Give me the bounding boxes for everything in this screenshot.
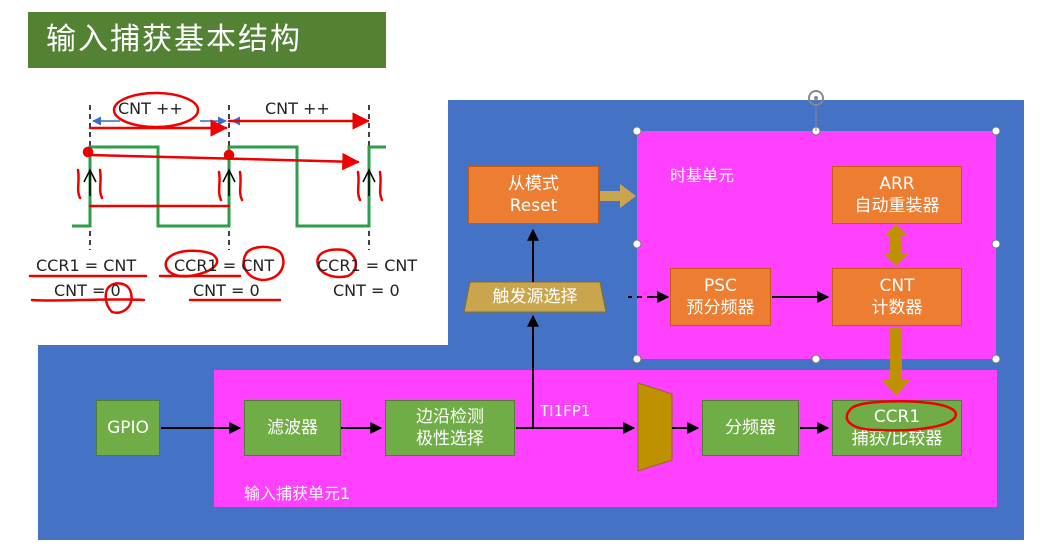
psc-line1: PSC [704,276,737,296]
cnt-block: CNT 计数器 [832,268,962,326]
eq3-line2: CNT = 0 [333,281,400,300]
page-title: 输入捕获基本结构 [28,12,386,68]
mux-shape [637,382,673,472]
eq2-line2: CNT = 0 [193,281,260,300]
input-capture-unit-label: 输入捕获单元1 [244,484,351,503]
ccr1-block: CCR1 捕获/比较器 [832,400,962,456]
ccr1-line2: 捕获/比较器 [851,429,943,449]
timebase-unit-label: 时基单元 [670,166,735,185]
rotate-handle-icon [808,90,824,106]
edge-line2: 极性选择 [416,429,484,449]
cnt-line1: CNT [879,276,915,296]
slave-mode-line2: Reset [509,196,558,216]
slave-to-timebase-arrow [600,184,636,208]
eq3-line1: CCR1 = CNT [317,256,418,275]
divider-block: 分频器 [702,400,799,456]
edge-line1: 边沿检测 [416,407,484,427]
psc-line2: 预分频器 [686,298,755,318]
ccr1-annotation-circle [845,400,958,432]
cnt-ccr1-arrow [882,328,910,396]
arr-block: ARR 自动重装器 [832,166,962,224]
eq1-line1: CCR1 = CNT [36,256,137,275]
psc-block: PSC 预分频器 [670,268,771,326]
cnt-increment-label-1: CNT ++ [118,99,183,118]
arr-line2: 自动重装器 [854,196,940,216]
cnt-increment-label-2: CNT ++ [265,99,330,118]
eq2-line1: CCR1 = CNT [174,256,275,275]
gpio-label: GPIO [107,418,149,438]
arr-line1: ARR [879,174,915,194]
gpio-block: GPIO [96,400,160,456]
timing-diagram [28,91,386,315]
trigger-select-label: 触发源选择 [492,287,578,307]
edge-detect-block: 边沿检测 极性选择 [385,400,515,456]
eq1-line2: CNT = 0 [54,281,121,300]
filter-label: 滤波器 [267,418,318,438]
arr-cnt-double-arrow [884,224,908,266]
filter-block: 滤波器 [244,400,341,456]
ti1fp1-label: TI1FP1 [540,402,591,420]
ccr1-line1: CCR1 [873,407,921,427]
slave-mode-line1: 从模式 [508,174,559,194]
trigger-select-shape [463,281,607,313]
cnt-line2: 计数器 [871,298,923,318]
divider-label: 分频器 [725,418,776,438]
slave-mode-block: 从模式 Reset [468,166,599,224]
trigger-select-block: 触发源选择 [466,282,604,312]
